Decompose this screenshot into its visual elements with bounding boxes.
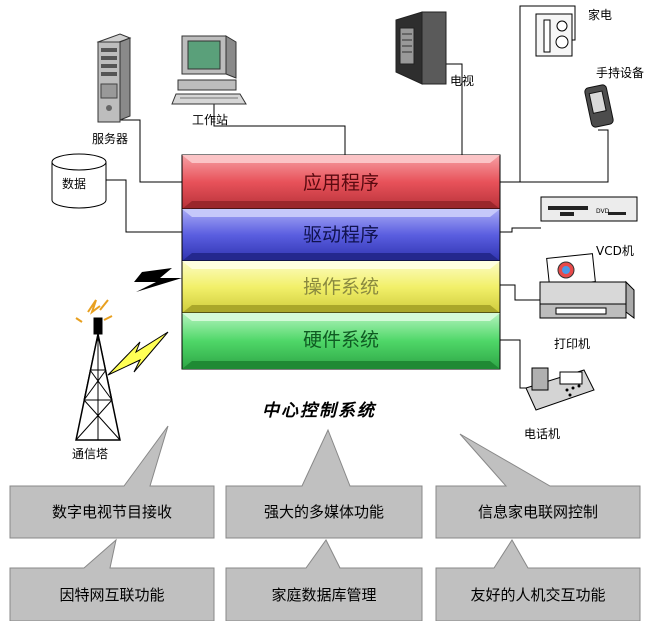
feature-internet: 因特网互联功能	[59, 586, 165, 604]
layer-hardware: 硬件系统	[302, 329, 379, 351]
database-label: 数据	[62, 177, 87, 191]
feature-hci: 友好的人机交互功能	[470, 586, 606, 604]
callout-appliance-control	[435, 433, 641, 539]
layer-application: 应用程序	[302, 172, 379, 194]
lightning-icon-upper	[134, 268, 182, 292]
printer-label: 打印机	[554, 337, 591, 351]
handheld-label: 手持设备	[596, 66, 645, 80]
tv-icon	[395, 11, 447, 85]
layer-os: 操作系统	[302, 276, 379, 298]
tower-label: 通信塔	[72, 447, 109, 461]
server-label: 服务器	[92, 132, 129, 146]
dvd-player-icon	[540, 196, 638, 222]
workstation-label: 工作站	[192, 113, 229, 127]
callout-hci	[435, 539, 641, 621]
layer-driver: 驱动程序	[302, 224, 379, 246]
appliance-icon	[535, 13, 573, 57]
handheld-icon	[584, 84, 614, 128]
callout-digital-tv	[9, 425, 215, 539]
feature-multimedia: 强大的多媒体功能	[263, 503, 384, 521]
center-title: 中心控制系统	[262, 401, 376, 421]
database-icon	[51, 153, 107, 209]
callout-internet	[9, 538, 215, 621]
callout-multimedia	[225, 428, 423, 539]
vcd-label: VCD机	[596, 244, 634, 258]
feature-database: 家庭数据库管理	[271, 586, 377, 604]
phone-label: 电话机	[524, 427, 561, 441]
printer-icon	[539, 253, 635, 319]
callouts	[9, 425, 641, 621]
tower-icon	[75, 299, 121, 441]
control-block	[181, 154, 501, 370]
phone-icon	[525, 367, 595, 411]
feature-appliance-control: 信息家电联网控制	[477, 503, 598, 521]
feature-digital-tv: 数字电视节目接收	[51, 503, 172, 521]
server-icon	[96, 33, 132, 123]
tv-label: 电视	[450, 74, 475, 88]
appliance-label: 家电	[588, 8, 613, 22]
callout-database	[225, 539, 423, 621]
workstation-icon	[171, 35, 247, 105]
dvd-panel-label: DVD	[596, 208, 610, 215]
lightning-icon-lower	[107, 331, 169, 376]
